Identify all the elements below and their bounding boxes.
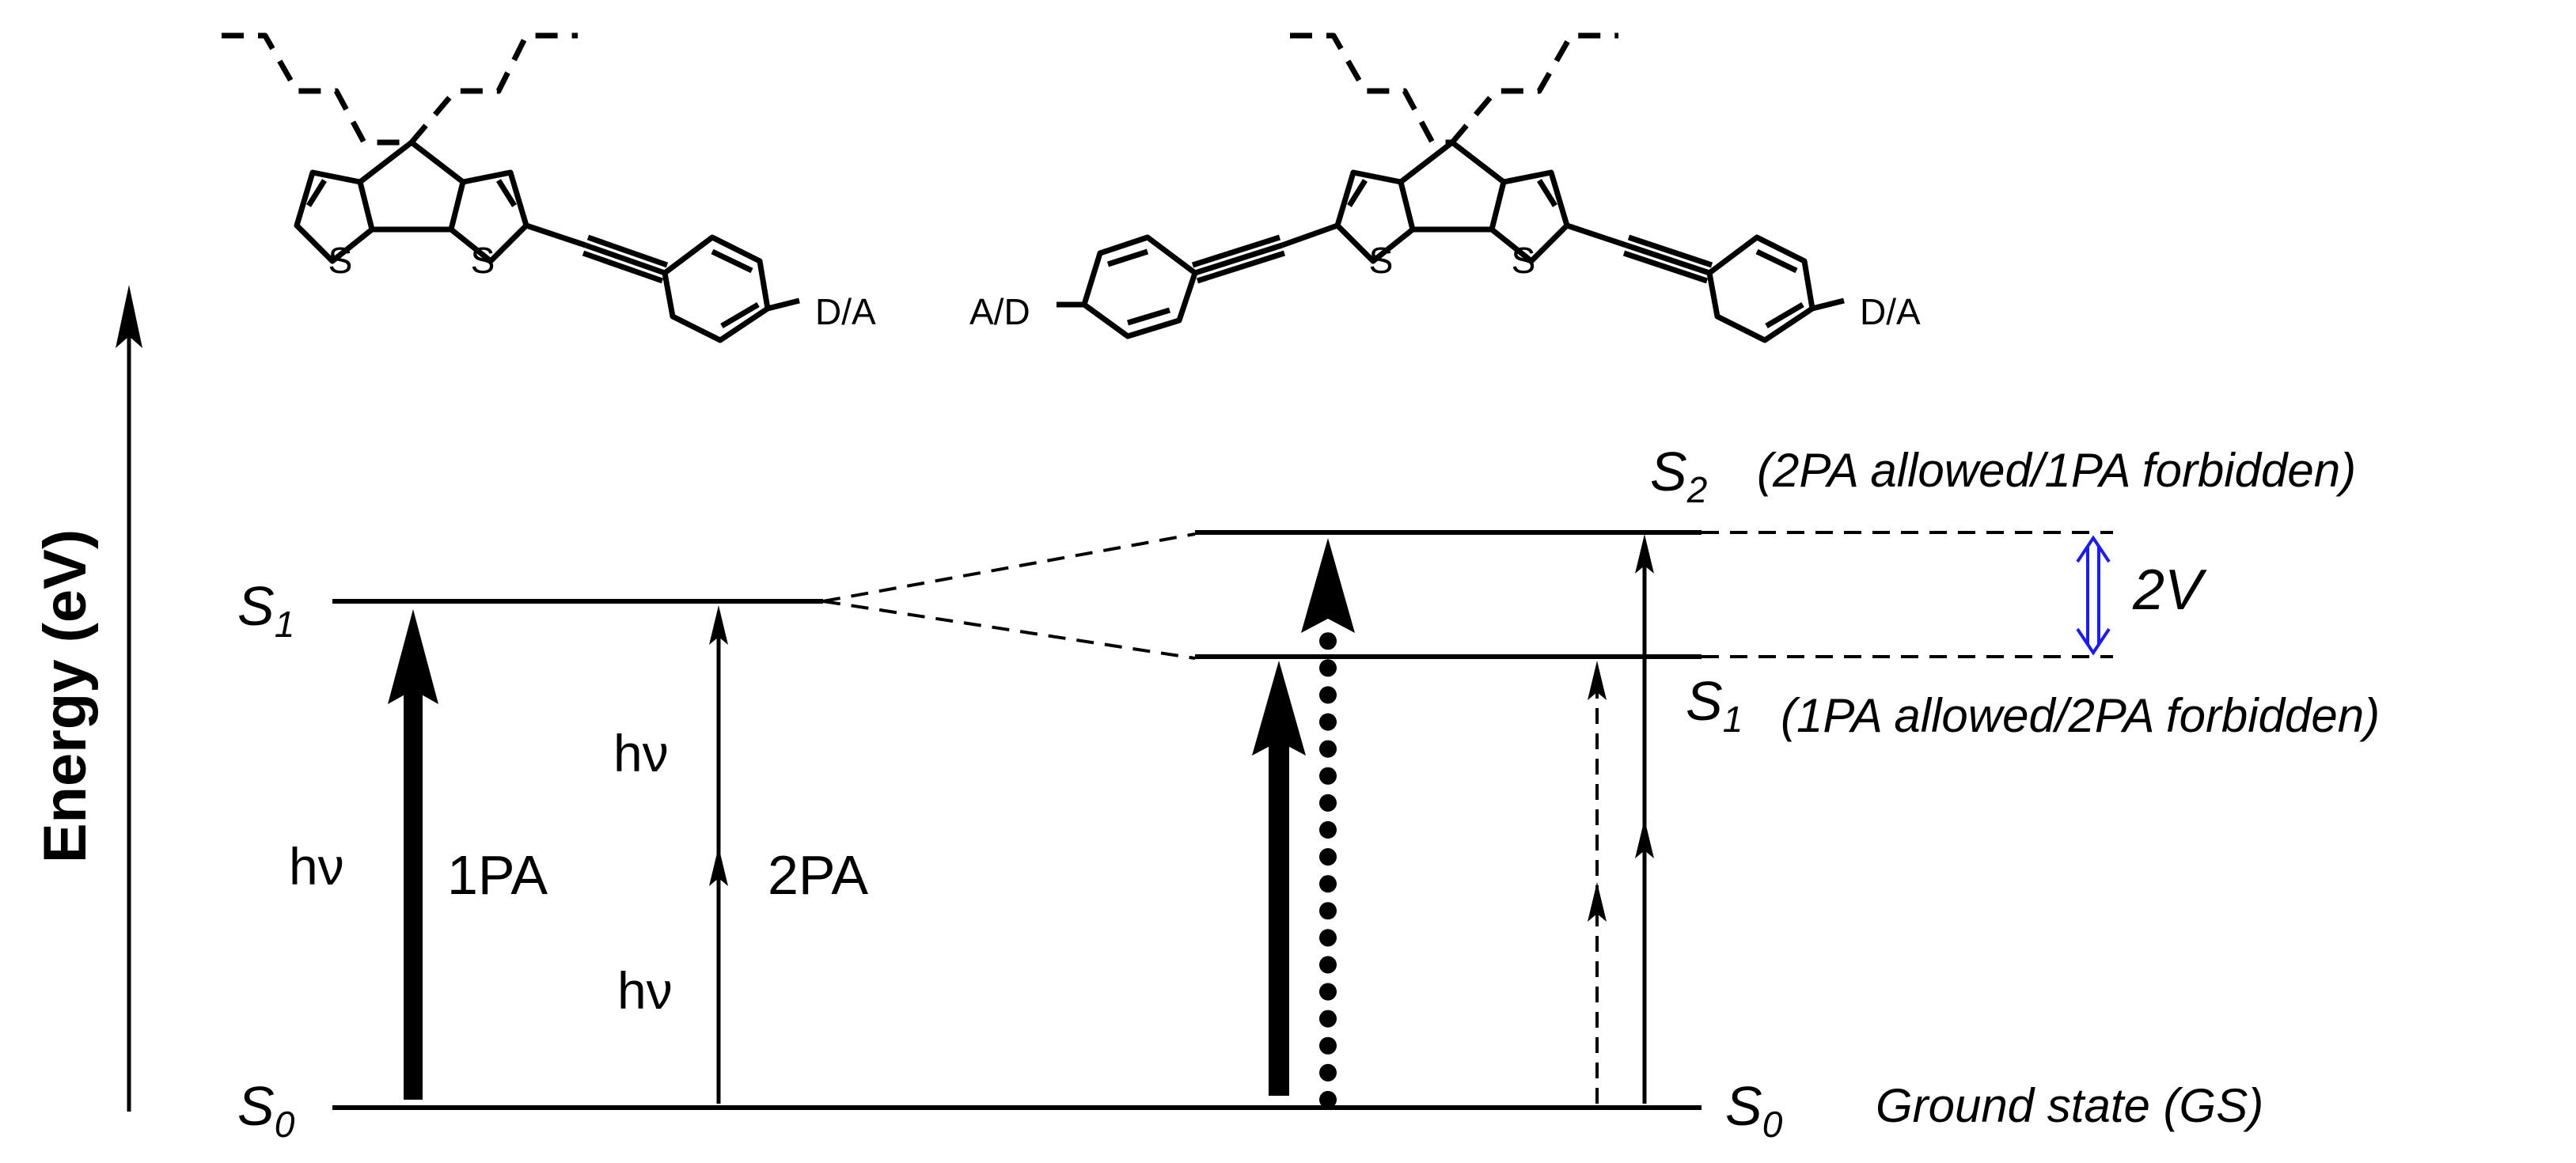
left-2pa-photon-top: hν [613,724,669,782]
left-molecule-s2: S [471,240,495,281]
splitting-lines [822,531,2113,660]
left-2pa-arrow [709,605,728,1104]
energy-axis: Energy (eV) [32,285,142,1112]
left-energy-levels [332,599,1702,1110]
left-1pa-arrow [388,609,438,1100]
splitting-label: 2V [2132,559,2207,622]
right-s1-description: (1PA allowed/2PA forbidden) [1781,689,2380,742]
energy-axis-label: Energy (eV) [32,529,99,863]
right-s1-label: S1 [1686,670,1743,740]
right-s2-label: S2 [1650,441,1707,510]
left-molecule-structure [222,32,800,343]
left-2pa-label: 2PA [768,844,868,906]
right-molecule-structure [1057,32,1845,343]
right-s2-description: (2PA allowed/1PA forbidden) [1757,444,2356,497]
splitting-double-arrow [2076,535,2111,656]
left-s1-label: S1 [237,575,294,645]
right-molecule-end-group-left: A/D [969,291,1030,332]
left-1pa-label: 1PA [447,844,548,906]
right-dashed-2pa-arrow [1588,661,1607,1104]
right-molecule-s2: S [1512,240,1536,281]
left-molecule-end-group: D/A [815,291,876,332]
left-s0-label: S0 [237,1075,295,1145]
right-molecule-end-group-right: D/A [1860,291,1921,332]
right-dotted-arrow [1301,538,1355,1108]
right-s0-description: Ground state (GS) [1876,1079,2263,1132]
left-1pa-photon: hν [289,837,344,896]
right-solid-2pa-arrow [1635,534,1654,1104]
right-energy-levels [1195,530,1702,659]
right-molecule-s1: S [1369,240,1394,281]
left-molecule-s1: S [328,240,353,281]
right-1pa-arrow [1252,661,1306,1096]
left-2pa-photon-bottom: hν [617,961,673,1020]
right-s0-label: S0 [1725,1075,1783,1145]
